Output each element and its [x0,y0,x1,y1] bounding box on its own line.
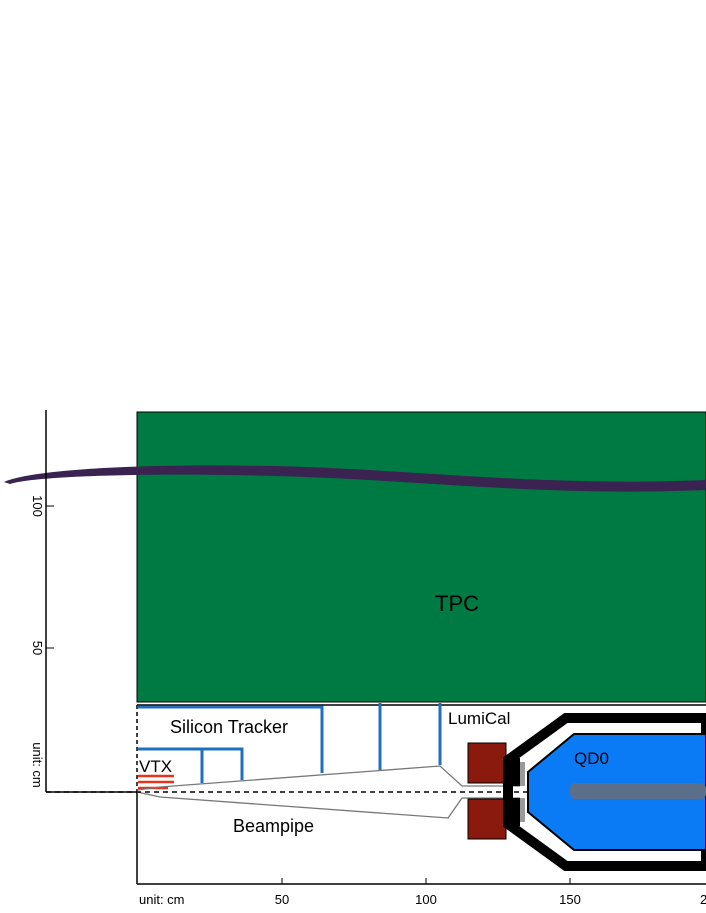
x-ticks [281,878,571,884]
lumical-lower-block [467,798,507,840]
purple-band [4,465,706,492]
y-axis-unit-label: unit: cm [30,742,45,788]
x-axis-unit-label: unit: cm [139,892,185,907]
tpc-block [136,411,706,703]
silicon-tracker-label: Silicon Tracker [170,717,288,737]
vtx-label: VTX [139,757,172,776]
lumical-upper-block [467,742,507,784]
x-tick-label-50: 50 [275,892,289,907]
lumical-label: LumiCal [448,709,510,728]
qd0-label: QD0 [574,749,609,768]
qd0-outer-frame [503,713,706,871]
qd0-core [570,783,706,799]
y-tick-label-100: 100 [30,495,45,517]
x-tick-label-100: 100 [415,892,437,907]
beampipe-outline [136,765,520,819]
y-tick-label-50: 50 [30,641,45,655]
tpc-label: TPC [435,591,479,616]
silicon-tracker-lines [138,703,442,783]
shield-plates [512,758,525,826]
x-tick-label-200: 2 [700,892,706,907]
x-tick-label-150: 150 [559,892,581,907]
beampipe-label: Beampipe [233,816,314,836]
